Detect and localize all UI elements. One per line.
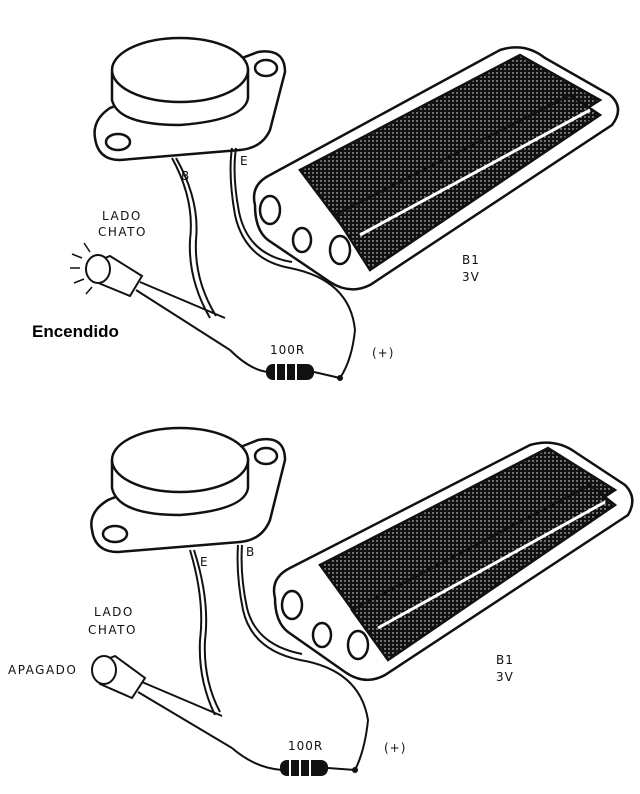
bottom-resistor <box>280 760 358 776</box>
top-led <box>85 254 231 351</box>
top-resistor <box>266 364 343 381</box>
bottom-transistor <box>90 426 287 554</box>
top-pin-e-label: E <box>240 154 249 168</box>
bottom-flat-side-line2: CHATO <box>88 623 137 637</box>
top-battery-name: B1 <box>462 253 480 267</box>
bottom-plus-label: (+) <box>384 741 406 755</box>
bottom-battery-voltage: 3V <box>496 670 514 684</box>
bottom-assembly: LADO CHATO E B APAGADO 100R (+) B1 3V <box>8 426 634 776</box>
bottom-led <box>91 654 233 749</box>
bottom-state-label: APAGADO <box>8 663 77 677</box>
top-pin-b-label: B <box>181 169 190 183</box>
bottom-battery-name: B1 <box>496 653 514 667</box>
bottom-wire <box>231 747 283 771</box>
bottom-transistor-pins <box>189 544 370 771</box>
top-resistor-label: 100R <box>270 343 305 357</box>
top-plus-label: (+) <box>372 346 394 360</box>
top-battery-voltage: 3V <box>462 270 480 284</box>
top-wire <box>229 349 269 373</box>
top-transistor-pins <box>171 147 357 379</box>
top-battery-holder <box>252 46 620 291</box>
bottom-flat-side-line1: LADO <box>94 605 134 619</box>
bottom-resistor-label: 100R <box>288 739 323 753</box>
top-state-label: Encendido <box>32 322 119 341</box>
bottom-battery-holder <box>272 441 634 681</box>
top-assembly: LADO CHATO B E Encendido 100R (+) B1 3V <box>32 36 620 381</box>
top-transistor <box>93 36 287 162</box>
top-flat-side-line2: CHATO <box>98 225 147 239</box>
bottom-pin-e-label: E <box>200 555 209 569</box>
top-led-glow-icon <box>70 242 93 295</box>
bottom-pin-b-label: B <box>246 545 255 559</box>
top-flat-side-line1: LADO <box>102 209 142 223</box>
